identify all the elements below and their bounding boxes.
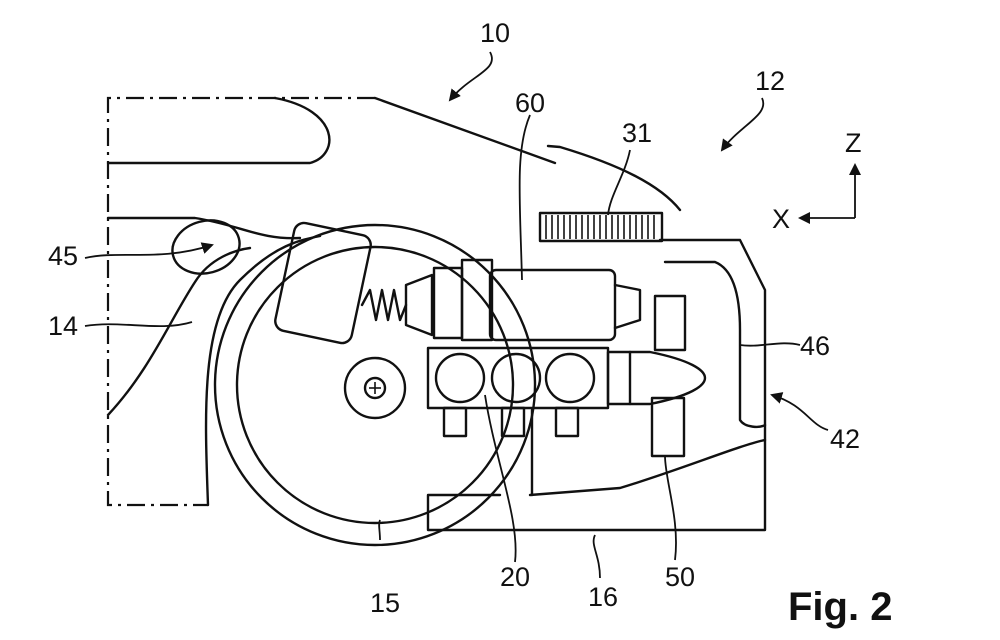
leader-31 (607, 149, 631, 216)
ref-42: 42 (830, 424, 860, 454)
arrow-12 (720, 97, 765, 152)
ref-50: 50 (665, 562, 695, 592)
figure-caption: Fig. 2 (788, 585, 892, 629)
housing-cut-boundary (106, 96, 375, 507)
leader-46 (739, 342, 801, 347)
element-16-base (528, 408, 767, 497)
axis-z-label: Z (845, 128, 862, 158)
ref-46: 46 (800, 331, 830, 361)
ref-45: 45 (48, 241, 78, 271)
ref-20: 20 (500, 562, 530, 592)
leader-14 (84, 321, 193, 328)
leader-50 (664, 455, 677, 561)
coordinate-axes: Z X (772, 128, 862, 234)
element-46-wall (663, 260, 767, 429)
element-31-knurl (538, 211, 664, 243)
element-60-barrel (432, 258, 687, 352)
element-15-wheel (213, 223, 537, 547)
ref-31: 31 (622, 118, 652, 148)
arrow-10 (448, 51, 493, 102)
element-45-oval (171, 219, 241, 275)
spring-assembly (274, 221, 434, 345)
arrow-45 (84, 242, 214, 259)
ref-12: 12 (755, 66, 785, 96)
ref-60: 60 (515, 88, 545, 118)
arrow-42 (770, 392, 829, 431)
element-50-plate (650, 396, 686, 458)
ref-14: 14 (48, 311, 78, 341)
ref-10: 10 (480, 18, 510, 48)
leader-16 (592, 534, 601, 579)
leader-60 (518, 114, 531, 281)
element-20-magazine (426, 346, 707, 438)
housing-body (106, 96, 767, 532)
ref-15: 15 (370, 588, 400, 618)
leader-20 (484, 394, 517, 563)
ref-16: 16 (588, 582, 618, 612)
axis-x-label: X (772, 204, 790, 234)
leader-15 (378, 519, 381, 541)
